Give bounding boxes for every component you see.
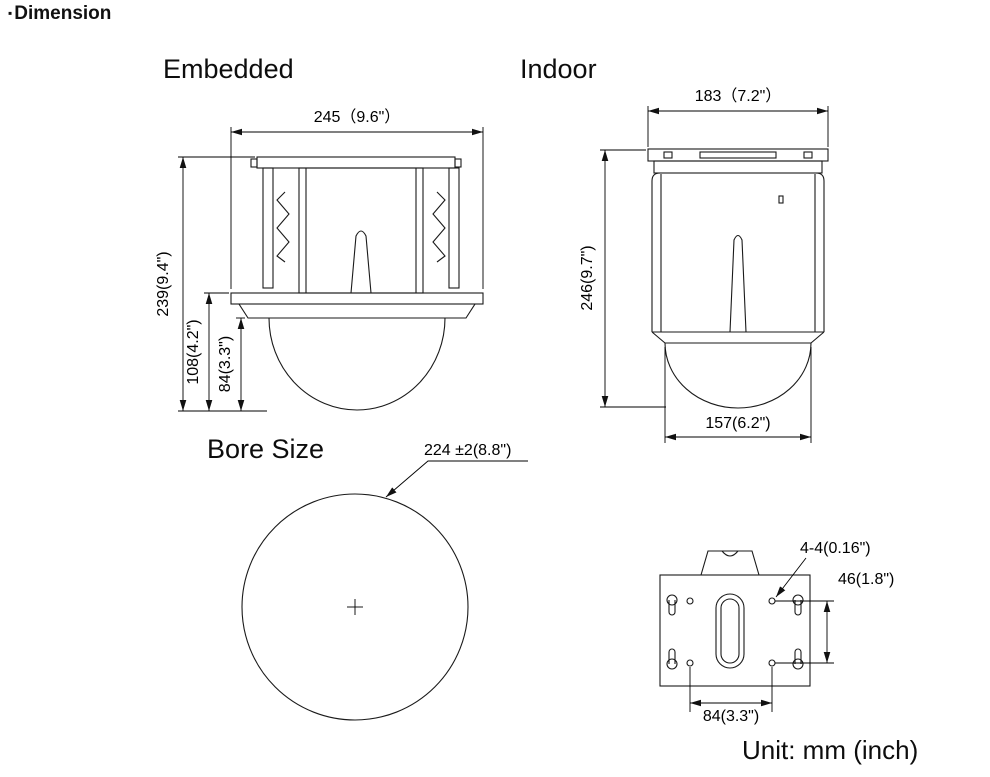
- bore-circle: [241, 493, 469, 721]
- embedded-top-rail: [256, 156, 456, 169]
- indoor-dome: [664, 342, 812, 409]
- indoor-side-detail: [778, 195, 784, 204]
- indoor-dimensions: 183（7.2"） 246(9.7") 157(6.2"): [579, 87, 829, 443]
- indoor-bottom-width-dim-label: 157(6.2"): [705, 415, 770, 432]
- bracket-tab-notch: [721, 550, 739, 557]
- bore-size-label: Bore Size: [207, 434, 325, 464]
- embedded-dimensions: 245（9.6"） 239(9.4") 108(4.2") 84(3.3"): [155, 108, 484, 412]
- section-title-text: Dimension: [14, 3, 112, 24]
- bracket-horizontal-dim-label: 84(3.3"): [703, 708, 759, 725]
- indoor-view-label: Indoor: [520, 54, 597, 84]
- embedded-spring-clip-left: [276, 191, 290, 263]
- indoor-width-dim-label: 183（7.2"）: [695, 87, 782, 105]
- embedded-tilt-arm: [350, 230, 372, 294]
- bracket-holes-leader-line: [775, 557, 807, 598]
- square-bullet-icon: ▪: [8, 6, 13, 20]
- bracket-holes-label: 4-4(0.16"): [800, 540, 871, 557]
- bracket-dimensions: 4-4(0.16") 46(1.8") 84(3.3"): [689, 540, 894, 725]
- indoor-trim-ring: [651, 331, 825, 344]
- indoor-height-dim-label: 246(9.7"): [579, 245, 596, 310]
- bracket-screw-hole: [768, 597, 776, 605]
- bracket-screw-hole: [768, 659, 776, 667]
- section-title: ▪Dimension: [8, 3, 111, 25]
- indoor-tilt-arm: [729, 234, 747, 333]
- bracket-drawing: [659, 550, 811, 687]
- embedded-width-dim-label: 245（9.6"）: [314, 108, 401, 126]
- bore-size-drawing: 224 ±2(8.8"): [241, 442, 528, 721]
- bore-diameter-label: 224 ±2(8.8"): [424, 442, 511, 459]
- embedded-rail-endcap-left: [250, 158, 258, 168]
- indoor-body: [651, 172, 825, 332]
- bracket-vertical-dim-label: 46(1.8"): [838, 571, 894, 588]
- embedded-trim-ring: [237, 303, 477, 319]
- embedded-dome: [268, 317, 446, 411]
- indoor-shoulder: [653, 160, 823, 174]
- unit-note: Unit: mm (inch): [742, 735, 919, 765]
- embedded-camera-drawing: [230, 156, 484, 411]
- bracket-keyhole-bottom-right: [792, 658, 804, 670]
- bracket-center-slot: [715, 593, 745, 669]
- embedded-clip-bar-right: [448, 167, 460, 289]
- embedded-clip-bar-left: [262, 167, 274, 289]
- bracket-screw-hole: [686, 659, 694, 667]
- bracket-keyhole-bottom-left: [666, 658, 678, 670]
- embedded-height-dim-label: 239(9.4"): [155, 251, 172, 316]
- bore-leader-line: [385, 460, 528, 498]
- embedded-below-ceiling-dim-label: 108(4.2"): [185, 319, 202, 384]
- embedded-dome-height-dim-label: 84(3.3"): [217, 336, 234, 392]
- embedded-view-label: Embedded: [163, 54, 294, 84]
- bracket-keyhole-top-right: [792, 594, 804, 606]
- embedded-spring-clip-right: [432, 191, 446, 263]
- embedded-ceiling-flange: [230, 292, 484, 305]
- bracket-screw-hole: [686, 597, 694, 605]
- indoor-top-plate: [647, 148, 829, 162]
- indoor-camera-drawing: [647, 148, 829, 409]
- bracket-top-tab: [700, 550, 760, 576]
- embedded-rail-endcap-right: [454, 158, 462, 168]
- bracket-plate: [659, 574, 811, 687]
- bracket-keyhole-top-left: [666, 594, 678, 606]
